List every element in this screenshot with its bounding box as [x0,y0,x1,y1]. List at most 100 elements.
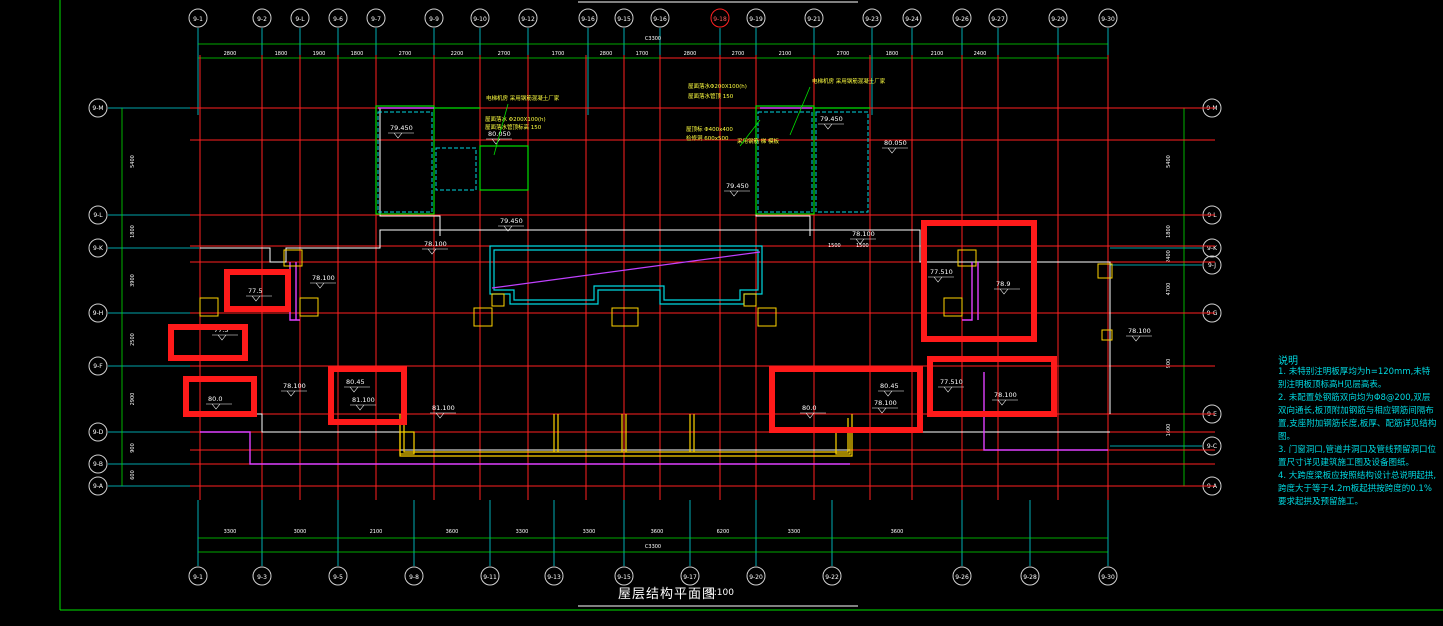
notes-list: 1. 未特别注明板厚均为h=120mm,未特别注明板顶标高H见层高表。 2. 未… [1278,366,1438,509]
axis-label: 9-12 [521,16,535,23]
axis-bubble [88,238,108,258]
elevation-label: 77.510 [930,268,953,276]
axis-label: 9-8 [409,574,419,581]
axis-label: 9-F [93,363,103,370]
highlight-box [183,376,257,417]
dimension-text: 3300 [788,529,801,535]
axis-label: 9-19 [749,16,763,23]
axis-label: 9-3 [257,574,267,581]
axis-label: 9-17 [683,574,697,581]
axis-label: 9-30 [1101,574,1115,581]
dimension-text: 2100 [779,51,792,57]
elevation-symbol [486,138,512,145]
elevation-symbol [724,190,750,197]
axis-bubble [88,98,108,118]
axis-label: 9-18 [713,16,727,23]
axis-bubble [710,8,730,28]
axis-bubble [902,8,922,28]
note-item: 2. 未配置处钢筋双向均为Φ8@200,双层双向通长,板顶附加钢筋与相应钢筋间隔… [1278,393,1437,442]
dimension-text: 1800 [1166,225,1172,238]
callout-text: 屋面落水管顶标高 150 [485,123,542,131]
axis-label: 9-27 [991,16,1005,23]
callout-text: 屋面落水 Φ200X100(h) [485,115,546,123]
axis-bubble [1202,436,1222,456]
dimension-text: 3600 [651,529,664,535]
dimension-text: 1800 [886,51,899,57]
axis-label: 9-D [93,429,104,436]
overall-dimension: C3300 [645,544,661,550]
axis-bubble [328,8,348,28]
dimension-text: 6200 [717,529,730,535]
axis-label: 9-23 [865,16,879,23]
axis-bubble [614,8,634,28]
dimension-text: 1500 [856,243,869,249]
elevation-label: 78.100 [424,240,447,248]
elevation-label: 80.0 [802,404,816,412]
dimension-text: 3900 [130,274,136,287]
highlight-box [921,220,1037,342]
elevation-label: 79.450 [500,217,523,225]
axis-bubble [746,8,766,28]
dimension-text: 2700 [837,51,850,57]
axis-bubble [470,8,490,28]
axis-bubble [88,476,108,496]
dimension-text: 1700 [552,51,565,57]
structure-walls [190,55,1215,500]
elevation-labels: 1500150079.45080.05079.45079.45080.05079… [206,77,1152,419]
callout-text: 屋顶标 Φ400x400 [686,125,733,133]
axis-label: 9-1 [193,574,203,581]
dimension-text: 3000 [294,529,307,535]
axis-bubble [252,8,272,28]
note-item: 1. 未特别注明板厚均为h=120mm,未特别注明板顶标高H见层高表。 [1278,367,1431,390]
axis-bubble [328,566,348,586]
elevation-symbol [1126,335,1152,342]
dimension-text: 1800 [351,51,364,57]
axis-bubble [424,8,444,28]
callout-text: 屋面落水Φ200X100(h) [688,82,747,90]
dimension-text: 2100 [370,529,383,535]
plan-title: 屋层结构平面图 [618,587,717,602]
elevation-symbol [928,276,954,283]
elevation-symbol [422,248,448,255]
callout-text: 电梯机房 采用钢筋混凝土厂家 [812,77,886,85]
axis-label: 9-K [93,245,104,252]
axis-label: 9-11 [483,574,497,581]
elevation-label: 78.100 [852,230,875,238]
dimension-text: 2700 [498,51,511,57]
axis-bubble [952,566,972,586]
axis-label: 9-L [93,212,103,219]
axis-bubble [1048,8,1068,28]
axis-bubble [404,566,424,586]
dimension-text: 4700 [1166,283,1172,296]
dimension-text: 600 [130,470,136,480]
elevation-label: 80.45 [880,382,899,390]
dimension-text: 1700 [636,51,649,57]
elevation-label: 81.100 [352,396,375,404]
elevation-symbol [878,390,904,397]
elevation-symbol [994,288,1020,295]
highlight-box [927,356,1057,417]
axis-bubble [366,8,386,28]
note-item: 4. 大跨度梁板应按照结构设计总说明起拱,跨度大于等于4.2m板起拱按跨度的0.… [1278,471,1437,507]
axis-bubble [1020,566,1040,586]
highlight-box [328,366,407,425]
dimension-text: 900 [130,443,136,453]
dimension-text: 1800 [275,51,288,57]
axis-label: 9-21 [807,16,821,23]
dimension-text: 2100 [931,51,944,57]
axis-label: 9-7 [371,16,381,23]
highlight-boxes [168,220,1057,433]
dimension-text: 5400 [130,155,136,168]
axis-label: 9-22 [825,574,839,581]
elevation-label: 80.050 [884,139,907,147]
notes-title: 说明 [1278,356,1298,367]
axis-bubble [88,303,108,323]
axis-label: 9-16 [581,16,595,23]
axis-label: 9-15 [617,574,631,581]
leader-line [739,119,761,147]
elevation-symbol [818,123,844,130]
axis-bubble [188,566,208,586]
axis-label: 9-B [93,461,103,468]
